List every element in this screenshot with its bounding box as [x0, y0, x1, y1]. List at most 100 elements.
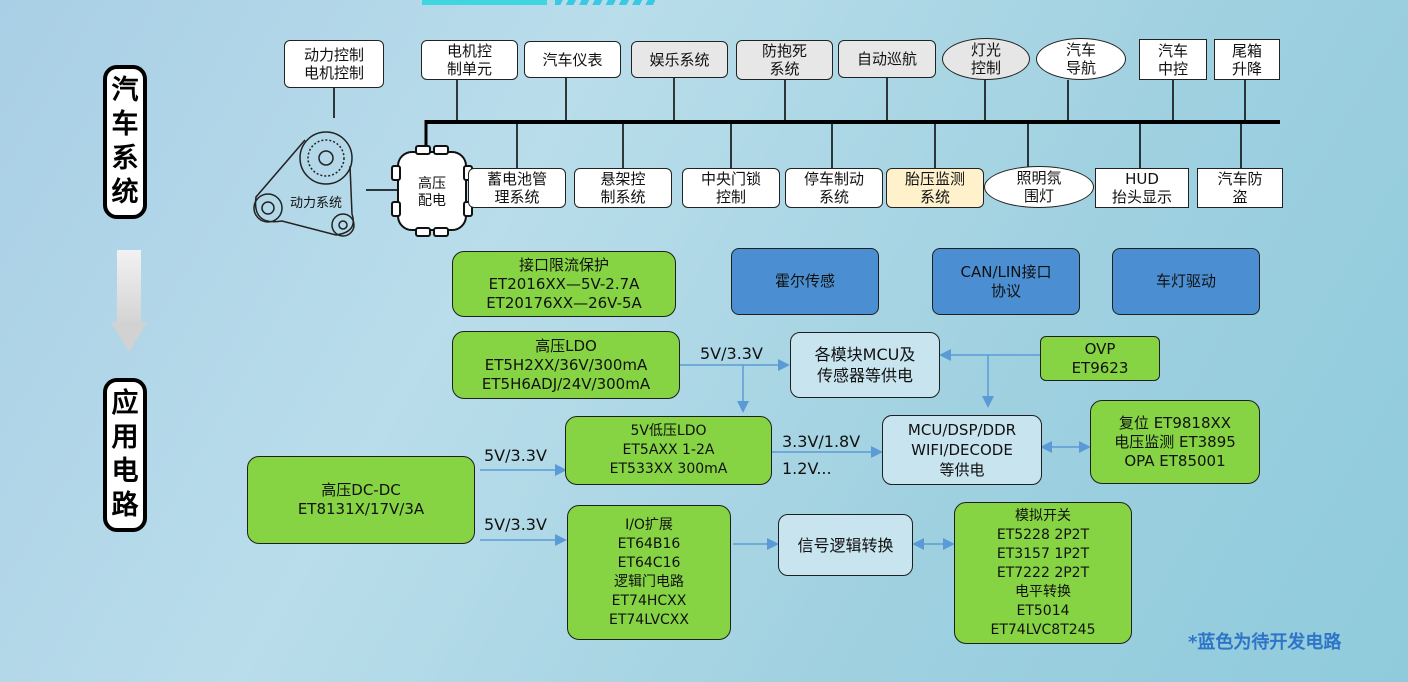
box-line: ET74LVCXX [608, 611, 689, 628]
box-line: ET5AXX 1-2A [622, 442, 715, 458]
box-line: 传感器等供电 [816, 366, 913, 385]
box-line: 理系统 [494, 188, 540, 206]
title-char: 统 [111, 177, 139, 208]
box-line: 系统 [818, 188, 849, 206]
box-line: ET64B16 [617, 535, 681, 552]
footnote: *蓝色为待开发电路 [1188, 632, 1342, 653]
box-line: 控制 [970, 59, 1001, 77]
interface-protection-box: 接口限流保护 ET2016XX—5V-2.7A ET20176XX—26V-5A [452, 251, 676, 317]
reset-monitor-box: 复位 ET9818XX 电压监测 ET3895 OPA ET85001 [1090, 400, 1260, 484]
box-line: ET7222 2P2T [996, 564, 1090, 581]
box-line: 5V低压LDO [630, 423, 707, 439]
entertainment-box: 娱乐系统 [631, 41, 728, 78]
box-line: ET2016XX—5V-2.7A [488, 274, 640, 293]
box-line: 动力控制 [303, 46, 364, 64]
voltage-label: 1.2V... [782, 459, 832, 478]
box-line: 中控 [1157, 59, 1188, 78]
box-line: 抬头显示 [1111, 188, 1172, 206]
box-line: 娱乐系统 [649, 50, 710, 69]
box-line: 各模块MCU及 [814, 345, 916, 364]
logic-convert-box: 信号逻辑转换 [778, 514, 913, 576]
box-line: 高压 [418, 176, 446, 192]
box-line: 灯光 [970, 41, 1001, 59]
box-line: ET5H2XX/36V/300mA [484, 355, 648, 374]
cruise-control-box: 自动巡航 [838, 40, 936, 78]
lv-ldo-box: 5V低压LDO ET5AXX 1-2A ET533XX 300mA [565, 416, 772, 485]
voltage-label: 5V/3.3V [700, 344, 763, 363]
box-line: 自动巡航 [856, 50, 917, 68]
box-line: WIFI/DECODE [911, 441, 1013, 459]
box-line: 协议 [990, 281, 1021, 300]
box-line: 电压监测 ET3895 [1114, 432, 1236, 451]
voltage-label: 5V/3.3V [484, 515, 547, 534]
box-line: ET533XX 300mA [609, 461, 728, 477]
voltage-label: 3.3V/1.8V [782, 432, 861, 451]
box-line: 中央门锁 [700, 170, 761, 188]
box-line: ET8131X/17V/3A [297, 500, 425, 518]
box-line: 制系统 [600, 188, 646, 206]
box-line: 电平转换 [1015, 583, 1071, 600]
title-char: 电 [111, 456, 139, 487]
box-line: ET74HCXX [611, 592, 687, 609]
box-line: ET20176XX—26V-5A [486, 293, 642, 312]
box-line: 信号逻辑转换 [797, 535, 894, 555]
hall-sensing-box: 霍尔传感 [731, 248, 879, 315]
box-line: CAN/LIN接口 [960, 262, 1052, 281]
box-line: ET5H6ADJ/24V/300mA [481, 374, 651, 393]
suspension-control-box: 悬架控 制系统 [574, 168, 672, 208]
car-system-title: 汽 车 系 统 [103, 65, 147, 219]
abs-system-box: 防抱死 系统 [736, 40, 833, 80]
box-line: ET9623 [1071, 358, 1129, 377]
hv-distribution-label: 高压 配电 [400, 176, 464, 210]
center-console-box: 汽车 中控 [1139, 39, 1207, 80]
dsp-supply-box: MCU/DSP/DDR WIFI/DECODE 等供电 [882, 415, 1042, 485]
navigation-box: 汽车 导航 [1036, 38, 1126, 80]
voltage-label: 5V/3.3V [484, 446, 547, 465]
top-dash-decoration [555, 0, 655, 5]
can-lin-box: CAN/LIN接口 协议 [932, 248, 1080, 315]
io-expand-box: I/O扩展 ET64B16 ET64C16 逻辑门电路 ET74HCXX ET7… [567, 505, 731, 640]
box-line: 汽车防 [1217, 170, 1263, 188]
box-line: 高压LDO [535, 336, 597, 355]
mcu-supply-box: 各模块MCU及 传感器等供电 [790, 332, 940, 398]
application-circuit-title: 应 用 电 路 [103, 378, 147, 532]
down-arrow-head [111, 322, 147, 352]
box-line: 系统 [769, 60, 800, 78]
parking-brake-box: 停车制动 系统 [785, 168, 883, 208]
box-line: 胎压监测 [904, 170, 965, 188]
box-line: 汽车 [1157, 41, 1188, 60]
box-line: ET3157 1P2T [996, 545, 1090, 562]
box-line: 升降 [1231, 59, 1262, 78]
title-char: 用 [111, 422, 139, 453]
down-arrow-shaft [117, 250, 141, 322]
lamp-driver-box: 车灯驱动 [1112, 248, 1260, 315]
box-line: 接口限流保护 [518, 255, 609, 274]
box-line: 电机控 [446, 42, 492, 60]
box-line: 电机控制 [303, 64, 364, 82]
box-line: 防抱死 [761, 42, 807, 60]
box-line: MCU/DSP/DDR [907, 421, 1017, 439]
box-line: 霍尔传感 [774, 272, 835, 290]
box-line: 高压DC-DC [321, 481, 401, 499]
box-line: 盗 [1232, 188, 1248, 206]
box-line: 停车制动 [803, 170, 864, 188]
trunk-lift-box: 尾箱 升降 [1214, 39, 1280, 80]
box-line: 蓄电池管 [486, 170, 547, 188]
box-line: OPA ET85001 [1124, 451, 1226, 470]
anti-theft-box: 汽车防 盗 [1197, 168, 1283, 208]
box-line: 复位 ET9818XX [1118, 413, 1232, 432]
box-line: 逻辑门电路 [614, 573, 684, 590]
box-line: 等供电 [939, 461, 985, 479]
box-line: 系统 [919, 188, 950, 206]
box-line: ET64C16 [617, 554, 681, 571]
box-line: 围灯 [1023, 187, 1054, 205]
top-accent-bar [422, 0, 547, 5]
tire-pressure-box: 胎压监测 系统 [886, 168, 984, 208]
box-line: I/O扩展 [625, 516, 673, 533]
hv-ldo-box: 高压LDO ET5H2XX/36V/300mA ET5H6ADJ/24V/300… [452, 331, 680, 399]
box-line: ET5228 2P2T [996, 526, 1090, 543]
box-line: 照明氛 [1016, 169, 1062, 187]
box-line: 制单元 [446, 60, 492, 78]
dashboard-box: 汽车仪表 [524, 41, 621, 78]
